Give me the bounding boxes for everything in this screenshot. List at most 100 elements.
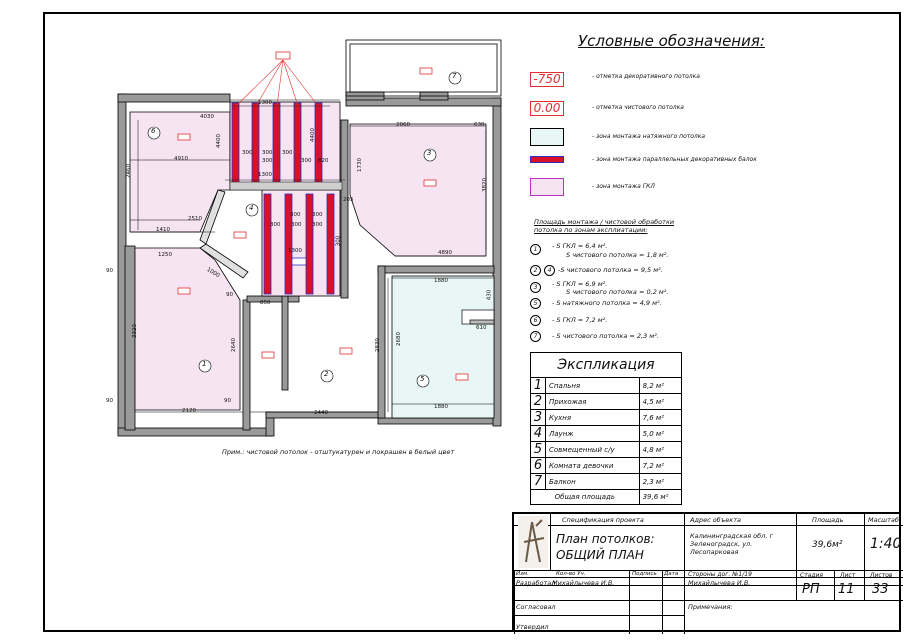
col-kol: Кол-во Уч.: [556, 571, 586, 577]
area-label: Площадь: [812, 516, 844, 524]
dim-label: 205: [343, 197, 354, 203]
area-text: - S чистового потолка = 2,3 м².: [552, 332, 659, 340]
remarks-label: Примечания:: [688, 603, 733, 611]
balcony: [345, 39, 502, 97]
dim-label: 300: [301, 158, 312, 164]
area-text: - S ГКЛ = 6,9 м².: [552, 280, 608, 288]
dim-label: 4400: [310, 128, 316, 142]
area-text: - S ГКЛ = 6,4 м².: [552, 242, 608, 250]
scale-value: 1:40: [870, 536, 902, 552]
dim-label: 1410: [156, 227, 170, 233]
area-text: S чистового потолка = 1,8 м².: [566, 251, 669, 259]
dim-label: 300: [291, 222, 302, 228]
dim-label: 1300: [258, 100, 272, 106]
room-number-6: 6: [151, 127, 156, 135]
zone-circle: 3: [530, 282, 541, 293]
sheet-frame: [43, 12, 901, 632]
partitions: [199, 189, 249, 279]
legend-text: - отметка чистового потолка: [592, 104, 684, 111]
room-name: Лаунж: [545, 425, 640, 442]
dim-label: 3320: [132, 324, 138, 338]
room-number-3: 3: [427, 149, 432, 157]
room-name: Прихожая: [545, 393, 640, 410]
dim-label: 820: [318, 158, 329, 164]
height-marks: [177, 51, 469, 381]
dim-label: 4030: [200, 114, 214, 120]
dim-label: 630: [474, 122, 485, 128]
room-number-7: 7: [452, 72, 457, 80]
room-area: 7,6 м²: [638, 409, 683, 426]
room-name: Комната девочки: [545, 457, 640, 474]
row-number: 1: [530, 377, 546, 394]
room-area: 4,8 м²: [638, 441, 683, 458]
legend-text: - зона монтажа натяжного потолка: [592, 133, 706, 140]
row-number: 4: [530, 425, 546, 442]
dim-label: 300: [242, 150, 253, 156]
dim-label: 300: [282, 150, 293, 156]
title-block: Спецификация проекта Адрес объекта Площа…: [512, 512, 903, 634]
dim-label: 1880: [434, 278, 448, 284]
sheet-title: План потолков:: [556, 532, 655, 546]
dim-label: 1250: [158, 252, 172, 258]
area-text: - S ГКЛ = 7,2 м².: [552, 316, 608, 324]
dim-label: 90: [226, 292, 233, 298]
col-podp: Подпись: [632, 571, 657, 577]
dimension-lines: [130, 99, 494, 413]
explication-title: Экспликация: [530, 352, 682, 378]
approved-label: Согласовал: [516, 603, 556, 611]
dim-label: 300: [270, 222, 281, 228]
legend-swatch-decor-mark: -750: [530, 72, 564, 87]
row-number: 2: [530, 393, 546, 410]
total-label: Общая площадь: [530, 489, 640, 505]
dim-label: 90: [224, 398, 231, 404]
room-circles: [147, 71, 462, 388]
total-area: 39,6 м²: [638, 489, 683, 505]
legend-swatch-beams: [530, 156, 564, 163]
legend-text: - зона монтажа параллельных декоративных…: [592, 156, 757, 163]
bath-partition: [461, 309, 495, 325]
room-number-5: 5: [420, 375, 425, 383]
client-name: Михайлычева И.В.: [688, 579, 751, 587]
dim-label: 4890: [438, 250, 452, 256]
stage-label: Стадия: [800, 572, 824, 579]
zone-circle: 2: [530, 265, 541, 276]
col-izm: Изм.: [516, 571, 529, 577]
sheets-label: Листов: [870, 572, 893, 579]
room-area: 4,5 м²: [638, 393, 683, 410]
address-label: Адрес объекта: [690, 516, 741, 524]
company-logo-icon: [518, 516, 548, 568]
leaders: [235, 59, 319, 107]
zone-circle: 1: [530, 244, 541, 255]
dim-label: 90: [106, 268, 113, 274]
dim-label: 850: [260, 300, 271, 306]
walls: [117, 91, 502, 437]
sheets-value: 33: [872, 582, 889, 597]
dim-label: 300: [335, 235, 342, 247]
legend-swatch-finish-mark: 0.00: [530, 101, 564, 116]
dim-label: 300: [290, 212, 301, 218]
sheet-label: Лист: [840, 572, 856, 579]
decorative-beams: [231, 102, 335, 295]
plan-note: Прим.: чистовой потолок - отштукатурен и…: [222, 448, 455, 456]
dim-label: 430: [486, 289, 493, 301]
row-number: 5: [530, 441, 546, 458]
dim-label: 2440: [314, 410, 328, 416]
dim-label: 300: [312, 212, 323, 218]
room-name: Балкон: [545, 473, 640, 490]
contract-parties: Стороны дог. №1/19: [688, 571, 752, 578]
room-area: 8,2 м²: [638, 377, 683, 394]
stage-value: РП: [802, 582, 820, 597]
room-name: Кухня: [545, 409, 640, 426]
area-text: S чистового потолка = 0,2 м².: [566, 288, 669, 296]
legend-title: Условные обозначения:: [578, 32, 765, 50]
room-number-4: 4: [249, 204, 254, 212]
col-data: Дата: [664, 571, 679, 577]
